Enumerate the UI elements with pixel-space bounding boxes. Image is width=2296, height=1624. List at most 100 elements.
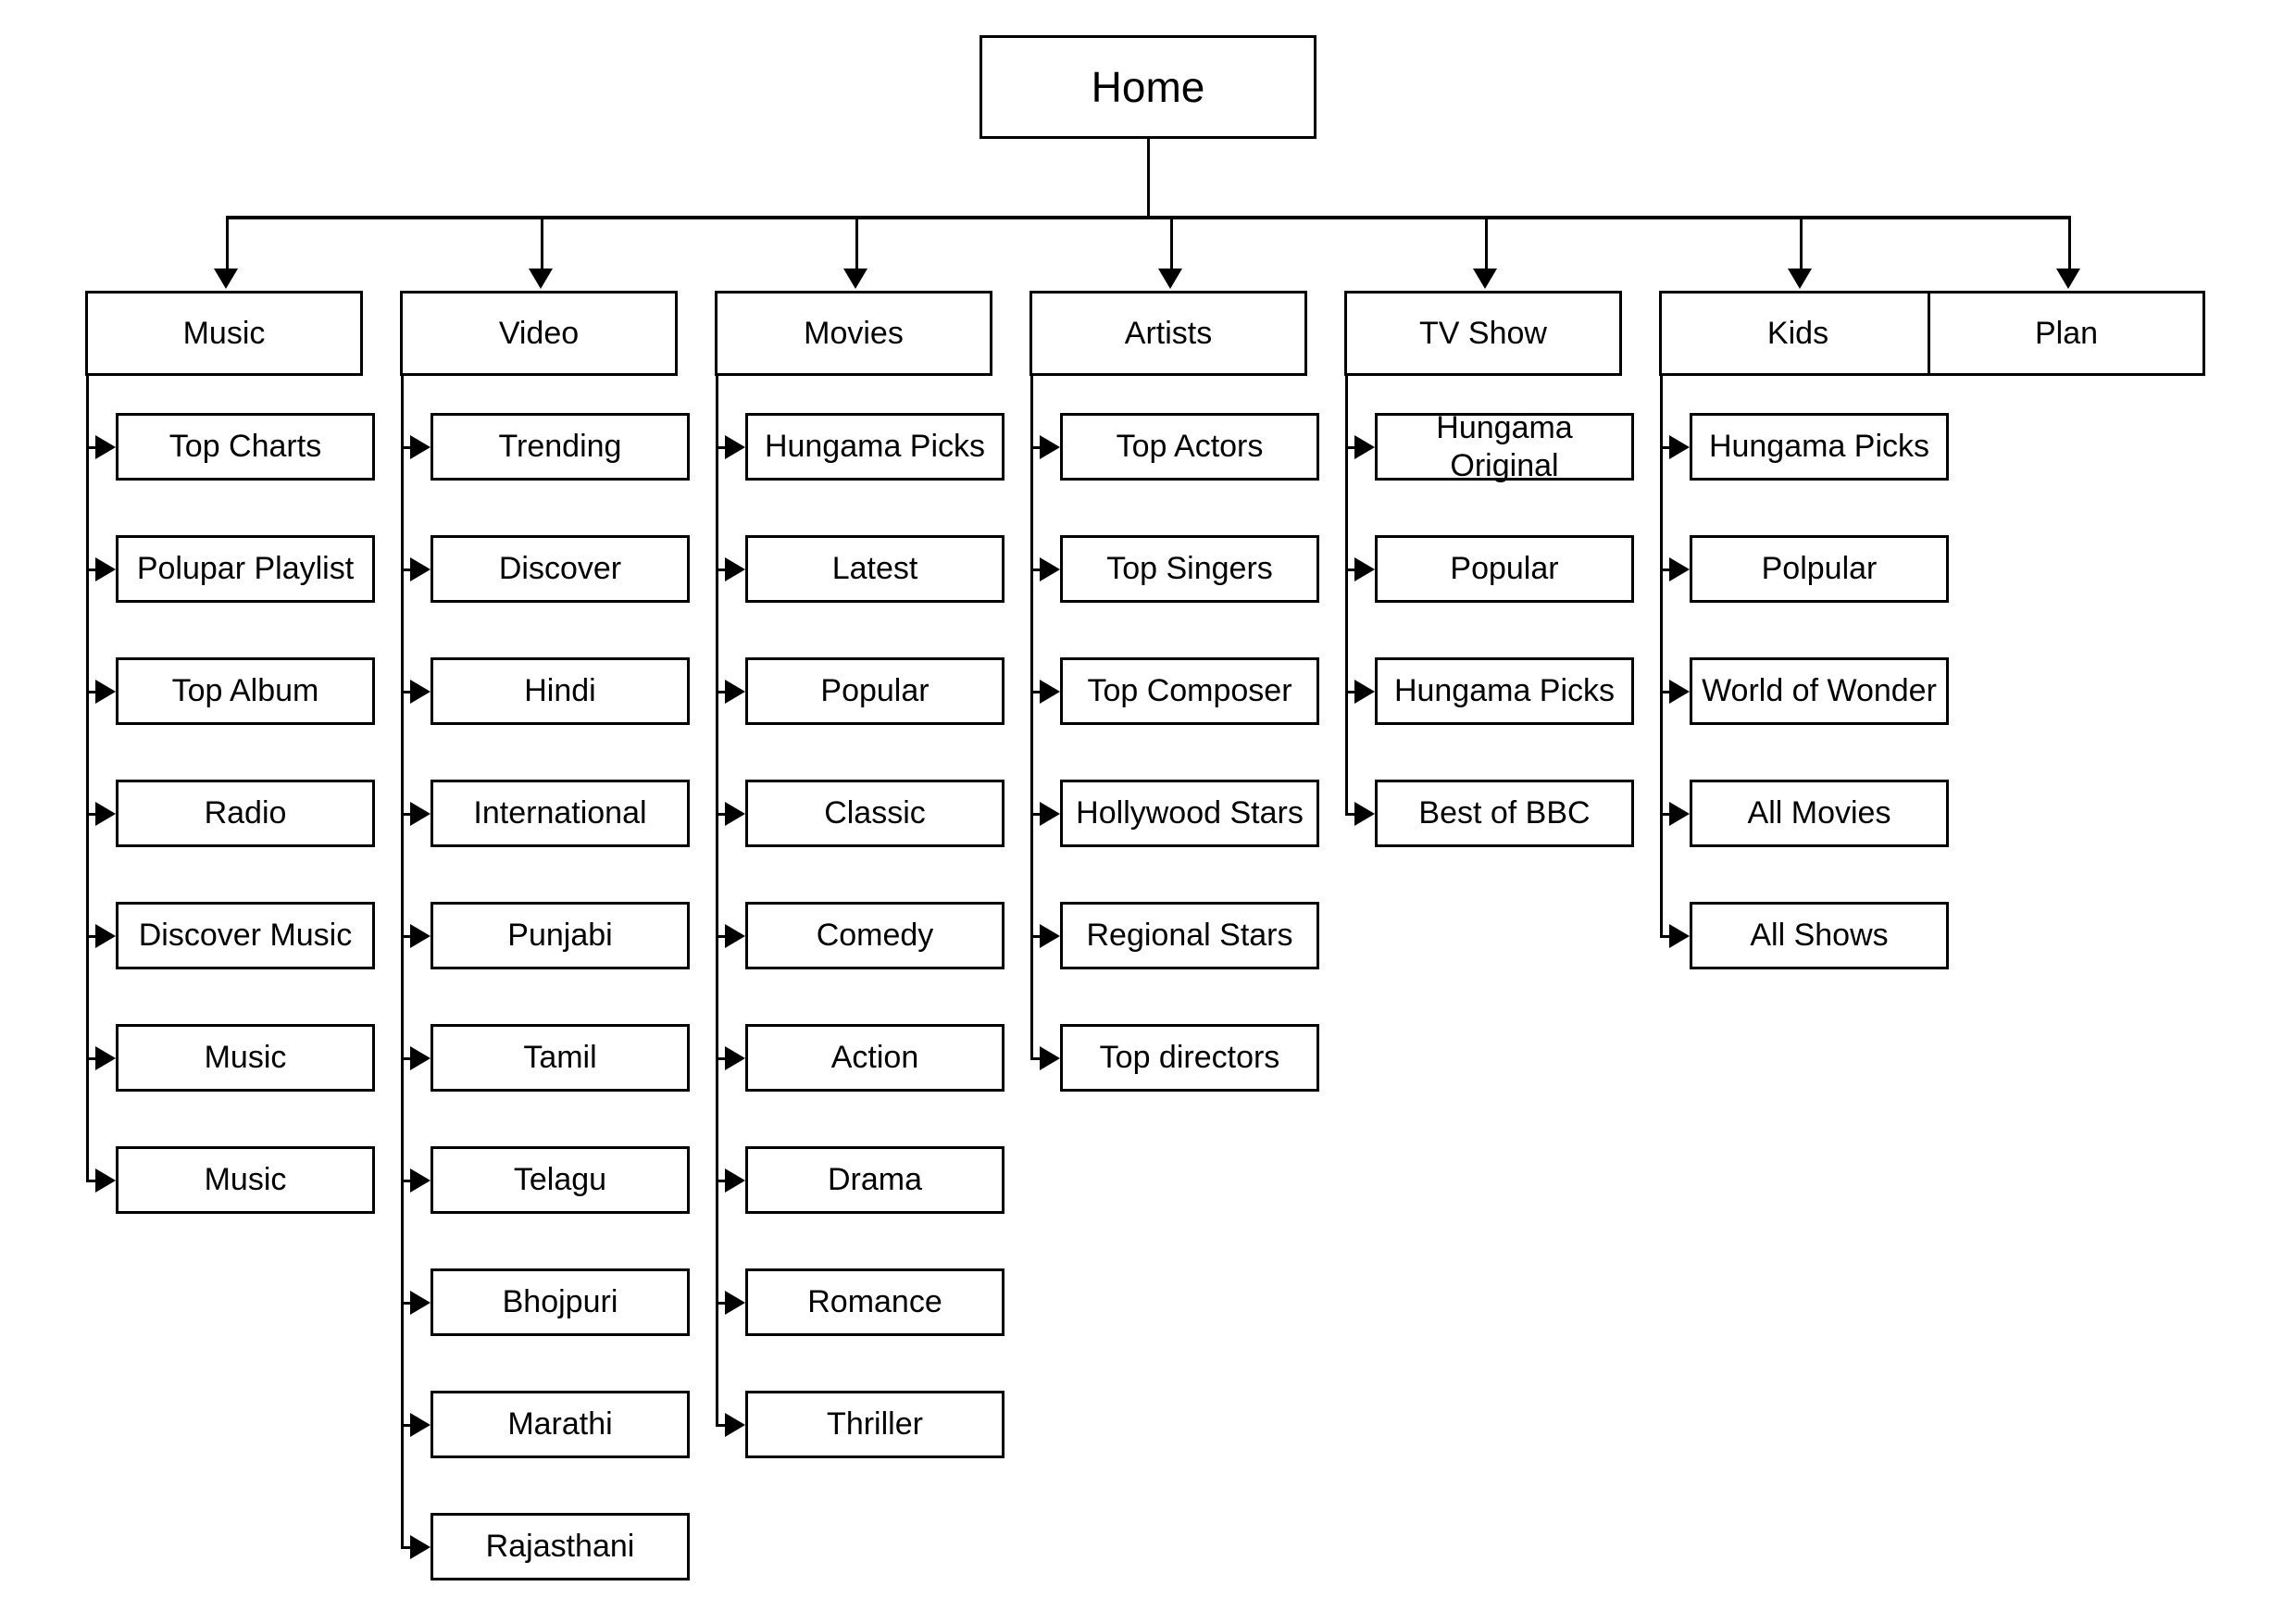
category-node-label: Plan [2034, 315, 2099, 351]
child-node-movies-3[interactable]: Classic [745, 780, 1004, 847]
child-node-tv-show-3[interactable]: Best of BBC [1375, 780, 1634, 847]
category-node-kids[interactable]: Kids [1659, 291, 1937, 376]
child-node-kids-0[interactable]: Hungama Picks [1690, 413, 1949, 481]
child-node-video-0[interactable]: Trending [430, 413, 690, 481]
child-node-artists-0[interactable]: Top Actors [1060, 413, 1319, 481]
branch-arrow-movies [843, 269, 867, 289]
branch-connector-movies [855, 216, 858, 276]
child-node-artists-3[interactable]: Hollywood Stars [1060, 780, 1319, 847]
child-node-label: Discover Music [138, 918, 353, 954]
child-stub-video-7 [401, 1301, 412, 1305]
child-stub-video-1 [401, 568, 412, 571]
child-node-video-6[interactable]: Telagu [430, 1146, 690, 1214]
child-node-kids-1[interactable]: Polpular [1690, 535, 1949, 603]
column-spine-music [86, 376, 89, 1181]
child-node-movies-7[interactable]: Romance [745, 1268, 1004, 1336]
child-node-music-6[interactable]: Music [116, 1146, 375, 1214]
child-node-video-5[interactable]: Tamil [430, 1024, 690, 1092]
child-node-artists-5[interactable]: Top directors [1060, 1024, 1319, 1092]
child-node-artists-1[interactable]: Top Singers [1060, 535, 1319, 603]
branch-arrow-artists [1158, 269, 1182, 289]
child-node-kids-3[interactable]: All Movies [1690, 780, 1949, 847]
category-node-movies[interactable]: Movies [715, 291, 992, 376]
root-node-home[interactable]: Home [980, 35, 1316, 139]
child-node-video-4[interactable]: Punjabi [430, 902, 690, 969]
child-stub-music-2 [86, 690, 97, 693]
child-arrow-tv-show-1 [1354, 556, 1375, 581]
child-node-movies-8[interactable]: Thriller [745, 1391, 1004, 1458]
category-node-artists[interactable]: Artists [1029, 291, 1307, 376]
category-node-music[interactable]: Music [85, 291, 363, 376]
child-node-tv-show-1[interactable]: Popular [1375, 535, 1634, 603]
child-node-kids-2[interactable]: World of Wonder [1690, 657, 1949, 725]
child-node-label: Music [204, 1162, 287, 1198]
child-node-music-1[interactable]: Polupar Playlist [116, 535, 375, 603]
child-node-label: Polupar Playlist [136, 551, 355, 587]
child-node-movies-4[interactable]: Comedy [745, 902, 1004, 969]
child-node-tv-show-2[interactable]: Hungama Picks [1375, 657, 1634, 725]
child-stub-video-6 [401, 1179, 412, 1182]
child-node-video-1[interactable]: Discover [430, 535, 690, 603]
child-node-music-0[interactable]: Top Charts [116, 413, 375, 481]
category-node-plan[interactable]: Plan [1928, 291, 2205, 376]
child-node-label: Music [204, 1040, 287, 1076]
child-node-label: Trending [498, 429, 622, 465]
child-arrow-artists-0 [1040, 434, 1060, 459]
category-node-label: Music [182, 315, 266, 351]
child-node-video-3[interactable]: International [430, 780, 690, 847]
child-node-video-9[interactable]: Rajasthani [430, 1513, 690, 1580]
child-stub-music-4 [86, 934, 97, 938]
child-node-video-8[interactable]: Marathi [430, 1391, 690, 1458]
category-node-video[interactable]: Video [400, 291, 678, 376]
child-stub-movies-1 [716, 568, 727, 571]
child-node-label: Drama [827, 1162, 923, 1198]
child-arrow-video-5 [410, 1045, 430, 1070]
child-node-video-2[interactable]: Hindi [430, 657, 690, 725]
child-node-movies-1[interactable]: Latest [745, 535, 1004, 603]
child-node-music-4[interactable]: Discover Music [116, 902, 375, 969]
child-stub-video-5 [401, 1056, 412, 1060]
child-node-movies-5[interactable]: Action [745, 1024, 1004, 1092]
category-node-label: Movies [804, 315, 904, 351]
child-node-label: Classic [824, 795, 926, 831]
child-stub-artists-0 [1030, 445, 1042, 449]
child-arrow-movies-8 [725, 1412, 745, 1437]
child-node-video-7[interactable]: Bhojpuri [430, 1268, 690, 1336]
child-arrow-kids-0 [1669, 434, 1690, 459]
child-arrow-kids-1 [1669, 556, 1690, 581]
child-node-artists-2[interactable]: Top Composer [1060, 657, 1319, 725]
branch-arrow-plan [2056, 269, 2080, 289]
child-arrow-movies-4 [725, 923, 745, 948]
child-node-music-2[interactable]: Top Album [116, 657, 375, 725]
branch-connector-tv-show [1485, 216, 1488, 276]
child-node-tv-show-0[interactable]: Hungama Original [1375, 410, 1634, 483]
category-node-tv-show[interactable]: TV Show [1344, 291, 1622, 376]
branch-connector-artists [1170, 216, 1173, 276]
child-node-music-5[interactable]: Music [116, 1024, 375, 1092]
child-node-label: Hollywood Stars [1076, 795, 1304, 831]
column-spine-artists [1030, 376, 1033, 1058]
child-arrow-music-2 [95, 679, 116, 704]
child-node-movies-2[interactable]: Popular [745, 657, 1004, 725]
child-stub-music-0 [86, 445, 97, 449]
child-arrow-video-6 [410, 1168, 430, 1193]
child-stub-video-8 [401, 1423, 412, 1427]
child-node-music-3[interactable]: Radio [116, 780, 375, 847]
child-node-artists-4[interactable]: Regional Stars [1060, 902, 1319, 969]
child-node-movies-6[interactable]: Drama [745, 1146, 1004, 1214]
child-node-label: Discover [498, 551, 622, 587]
child-node-label: Popular [1450, 551, 1559, 587]
child-node-label: Hindi [524, 673, 596, 709]
column-spine-movies [716, 376, 718, 1425]
child-arrow-kids-3 [1669, 801, 1690, 826]
child-stub-video-0 [401, 445, 412, 449]
child-node-label: Marathi [507, 1406, 613, 1443]
child-node-label: Action [830, 1040, 919, 1076]
child-node-label: All Movies [1747, 795, 1891, 831]
child-arrow-video-2 [410, 679, 430, 704]
child-arrow-movies-5 [725, 1045, 745, 1070]
child-node-movies-0[interactable]: Hungama Picks [745, 413, 1004, 481]
child-node-kids-4[interactable]: All Shows [1690, 902, 1949, 969]
child-arrow-tv-show-3 [1354, 801, 1375, 826]
